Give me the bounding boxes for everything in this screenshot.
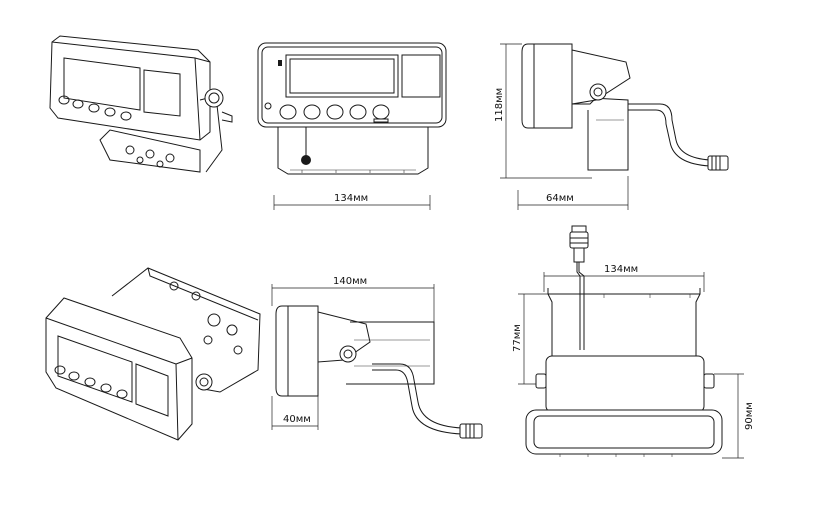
front-view: 134мм (257, 42, 447, 210)
bottom-view: 140мм 40мм (271, 276, 483, 439)
dim-front-width: 134мм (334, 193, 368, 204)
rear-view: 134мм 77мм 90мм (512, 225, 755, 459)
dim-rear-height: 90мм (744, 402, 755, 430)
dim-rear-width: 134мм (604, 264, 638, 275)
dim-bottom-width: 140мм (333, 276, 367, 287)
dim-side-depth: 64мм (546, 193, 574, 204)
dim-side-height: 118мм (494, 88, 505, 122)
iso-view-bottom-left (45, 267, 261, 441)
iso-view-top-left (49, 35, 233, 173)
dim-bottom-depth: 40мм (283, 414, 311, 425)
side-view: 118мм 64мм (494, 43, 729, 210)
dim-rear-bracket-height: 77мм (512, 324, 523, 352)
